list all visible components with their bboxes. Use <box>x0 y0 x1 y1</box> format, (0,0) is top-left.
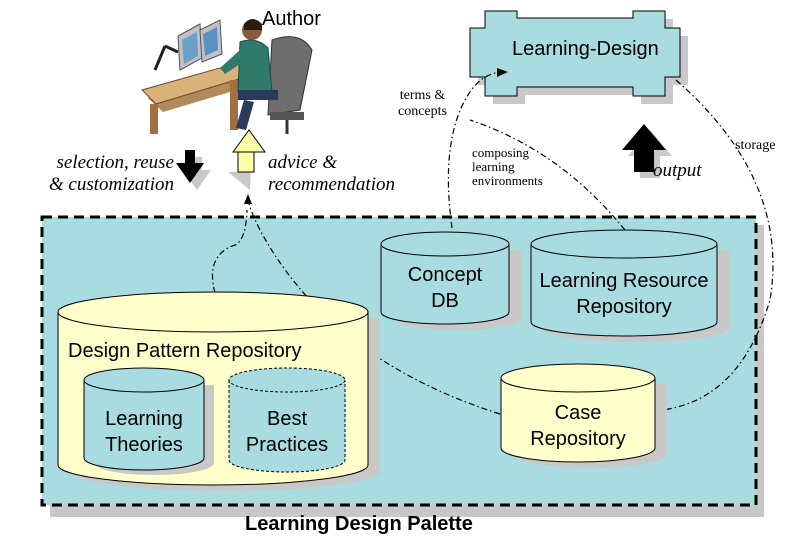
learning-theories-label: Learning Theories <box>105 408 183 456</box>
flow-lines <box>211 71 774 415</box>
selection-arrow <box>176 150 211 190</box>
selection-label: selection, reuse & customization <box>48 152 174 195</box>
storage-label: storage <box>735 138 776 153</box>
composing-label: composing learning environments <box>472 145 543 188</box>
advice-label: advice & recommendation <box>268 152 395 195</box>
learning-resource-cylinder <box>530 229 729 342</box>
learning-resource-label: Learning Resource Repository <box>539 270 709 318</box>
storage-line <box>661 79 774 411</box>
concept-db-cylinder <box>380 231 521 330</box>
learning-design-box <box>469 10 681 97</box>
terms-concepts-label: terms & concepts <box>398 88 447 119</box>
best-practices-cylinder <box>228 367 346 473</box>
case-repository-cylinder <box>500 363 667 468</box>
case-repository-label: Case Repository <box>530 402 626 450</box>
author-label: Author <box>262 8 321 30</box>
learning-resource-to-learning-design-line <box>469 119 626 231</box>
learning-design-label: Learning-Design <box>512 38 659 60</box>
output-arrow <box>622 124 672 178</box>
design-pattern-label: Design Pattern Repository <box>68 340 302 362</box>
author-illustration <box>141 19 313 134</box>
case-to-advice-line <box>247 199 501 415</box>
learning-theories-cylinder <box>83 367 214 475</box>
concept-to-learning-design-line <box>447 71 501 229</box>
advice-arrow <box>228 129 266 190</box>
output-label: output <box>653 160 702 181</box>
best-practices-label: Best Practices <box>245 408 329 456</box>
palette-title: Learning Design Palette <box>245 513 473 535</box>
concept-db-label: Concept DB <box>407 264 483 312</box>
pattern-to-advice-line <box>211 209 248 294</box>
